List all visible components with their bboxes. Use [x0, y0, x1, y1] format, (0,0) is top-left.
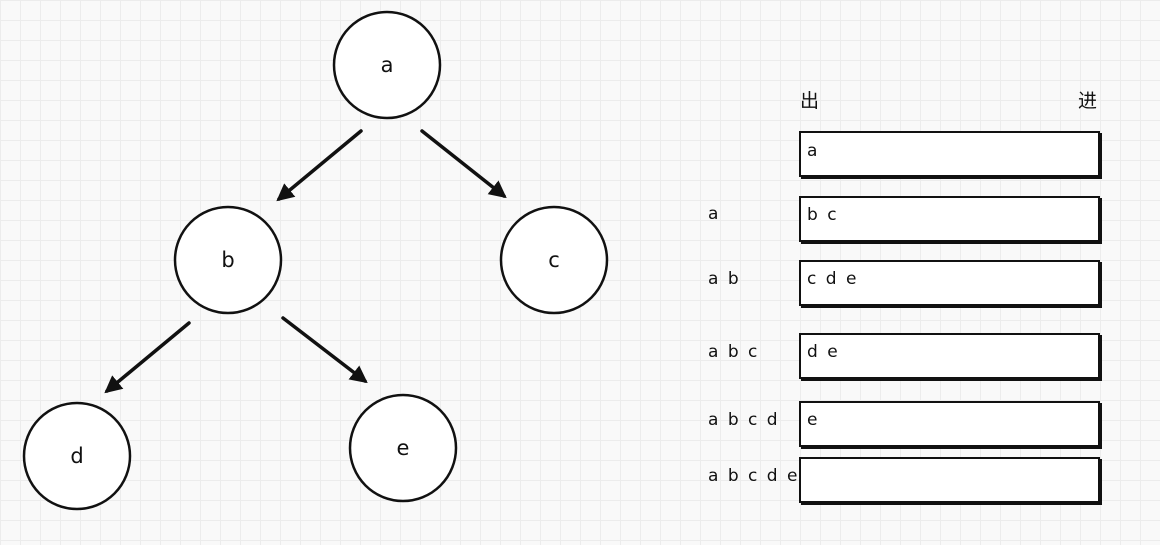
node-circle: [499, 205, 609, 315]
tree-node-d: d: [22, 401, 132, 511]
edge-b-d: [104, 321, 191, 394]
queue-box: e: [799, 401, 1100, 447]
node-label: d: [70, 444, 83, 468]
queue-contents: e: [807, 410, 820, 430]
node-circle: [173, 205, 283, 315]
tree-node-e: e: [348, 393, 458, 503]
tree-node-a: a: [332, 10, 442, 120]
dequeued-label: a b: [708, 269, 741, 289]
node-label: a: [381, 53, 394, 77]
queue-box: a: [799, 131, 1100, 177]
node-label: b: [221, 248, 234, 272]
dequeue-header: 出: [800, 90, 820, 112]
dequeued-label: a b c: [708, 342, 760, 362]
queue-box: c d e: [799, 260, 1100, 306]
node-circle: [22, 401, 132, 511]
queue-box: b c: [799, 196, 1100, 242]
node-circle: [348, 393, 458, 503]
queue-contents: d e: [807, 342, 840, 362]
edge-a-b: [276, 129, 363, 202]
queue-box: [799, 457, 1100, 503]
dequeued-label: a b c d: [708, 410, 780, 430]
enqueue-header: 进: [1078, 90, 1098, 112]
node-label: e: [397, 436, 410, 460]
dequeued-label: a b c d e: [708, 466, 800, 486]
queue-contents: a: [807, 141, 820, 161]
queue-contents: c d e: [807, 269, 859, 289]
edge-a-c: [420, 129, 507, 199]
tree-node-b: b: [173, 205, 283, 315]
queue-box: d e: [799, 333, 1100, 379]
queue-contents: b c: [807, 205, 839, 225]
tree-node-c: c: [499, 205, 609, 315]
node-circle: [332, 10, 442, 120]
node-label: c: [548, 248, 560, 272]
dequeued-label: a: [708, 204, 721, 224]
edge-b-e: [281, 316, 368, 384]
tree-diagram: a b c d e: [22, 10, 609, 511]
